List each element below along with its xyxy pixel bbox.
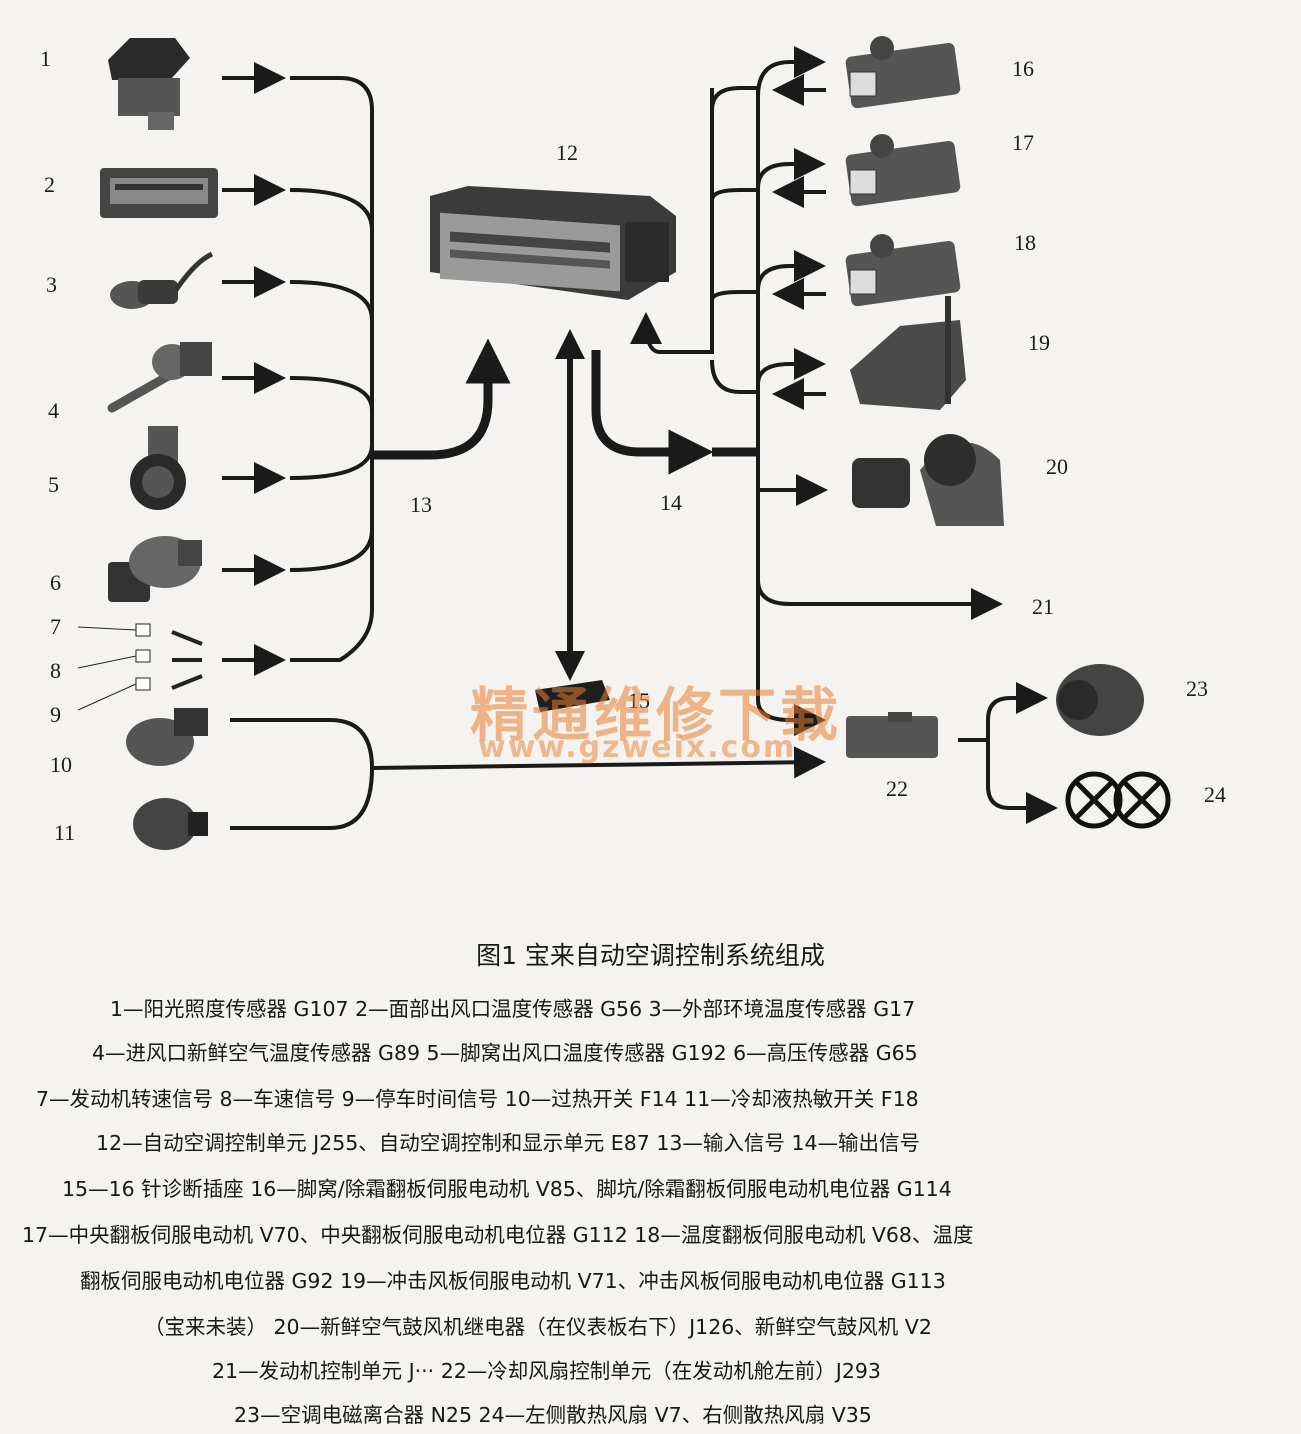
watermark-text: 精通维修下载: [470, 681, 843, 749]
switch-10-overheat: [126, 708, 208, 766]
label-21: 21: [1032, 594, 1054, 619]
diagram-svg: [77, 36, 1171, 850]
sensor-4-intake-temp: [107, 342, 212, 413]
label-1: 1: [40, 46, 51, 71]
sensor-3-outside-temp: [110, 251, 214, 309]
label-17: 17: [1012, 130, 1034, 155]
label-22: 22: [886, 776, 908, 801]
caption-line-3: 7—发动机转速信号 8—车速信号 9—停车时间信号 10—过热开关 F14 11…: [36, 1087, 919, 1111]
radiator-fans-24: [1065, 771, 1171, 829]
label-16: 16: [1012, 56, 1034, 81]
label-15: 15: [628, 688, 650, 713]
output-lines: [630, 46, 1003, 736]
signal-7-8-9-icons: [77, 623, 203, 711]
label-11: 11: [54, 820, 76, 845]
sensor-6-high-pressure: [108, 536, 202, 602]
fan-control-unit-22: [846, 712, 938, 758]
watermark-url: www.gzweix.com: [478, 730, 797, 765]
switch-11-coolant-thermo: [133, 798, 208, 850]
label-10: 10: [50, 752, 72, 777]
label-12: 12: [556, 140, 578, 165]
caption-line-5: 15—16 针诊断插座 16—脚窝/除霜翻板伺服电动机 V85、脚坑/除霜翻板伺…: [62, 1177, 952, 1201]
caption-line-10: 23—空调电磁离合器 N25 24—左侧散热风扇 V7、右侧散热风扇 V35: [234, 1403, 872, 1427]
label-23: 23: [1186, 676, 1208, 701]
label-9: 9: [50, 702, 61, 727]
control-unit-12: [430, 186, 676, 300]
servo-18: [845, 234, 961, 307]
label-4: 4: [48, 398, 59, 423]
label-7: 7: [50, 614, 61, 639]
sensor-5-footwell-temp: [130, 426, 186, 510]
blower-20: [852, 434, 1004, 526]
label-20: 20: [1046, 454, 1068, 479]
diagnostic-connector-15: [535, 329, 610, 712]
servo-19: [850, 296, 966, 410]
label-8: 8: [50, 658, 61, 683]
label-6: 6: [50, 570, 61, 595]
caption-line-9: 21—发动机控制单元 J··· 22—冷却风扇控制单元（在发动机舱左前）J293: [212, 1359, 881, 1383]
label-2: 2: [44, 172, 55, 197]
fan-lines-23-24: [958, 682, 1058, 824]
input-arrows: [222, 62, 374, 676]
caption-line-7: 翻板伺服电动机电位器 G92 19—冲击风板伺服电动机 V71、冲击风板伺服电动…: [80, 1269, 946, 1293]
input-bus-arrow: [372, 338, 511, 460]
caption-line-4: 12—自动空调控制单元 J255、自动空调控制和显示单元 E87 13—输入信号…: [96, 1131, 921, 1155]
label-19: 19: [1028, 330, 1050, 355]
label-24: 24: [1204, 782, 1226, 807]
label-13: 13: [410, 492, 432, 517]
system-diagram: 1 2 3 4 5 6 7 8 9 10 11 12 13 14 15 16 1…: [40, 36, 1226, 850]
servo-16: [845, 36, 961, 109]
caption-line-2: 4—进风口新鲜空气温度传感器 G89 5—脚窝出风口温度传感器 G192 6—高…: [92, 1041, 918, 1065]
caption-line-6: 17—中央翻板伺服电动机 V70、中央翻板伺服电动机电位器 G112 18—温度…: [22, 1223, 974, 1247]
sensor-2-face-vent-temp: [100, 168, 218, 218]
label-5: 5: [48, 472, 59, 497]
label-18: 18: [1014, 230, 1036, 255]
label-14: 14: [660, 490, 682, 515]
caption-title: 图1 宝来自动空调控制系统组成: [476, 941, 825, 970]
switch-lines-to-22: [230, 718, 826, 830]
caption-line-8: （宝来未装） 20—新鲜空气鼓风机继电器（在仪表板右下）J126、新鲜空气鼓风机…: [144, 1315, 932, 1339]
output-bus-arrow: [591, 350, 714, 475]
sensor-1-sun-sensor: [108, 38, 190, 130]
compressor-clutch-23: [1056, 664, 1144, 736]
label-3: 3: [46, 272, 57, 297]
servo-17: [845, 134, 961, 207]
caption-line-1: 1—阳光照度传感器 G107 2—面部出风口温度传感器 G56 3—外部环境温度…: [110, 997, 916, 1021]
